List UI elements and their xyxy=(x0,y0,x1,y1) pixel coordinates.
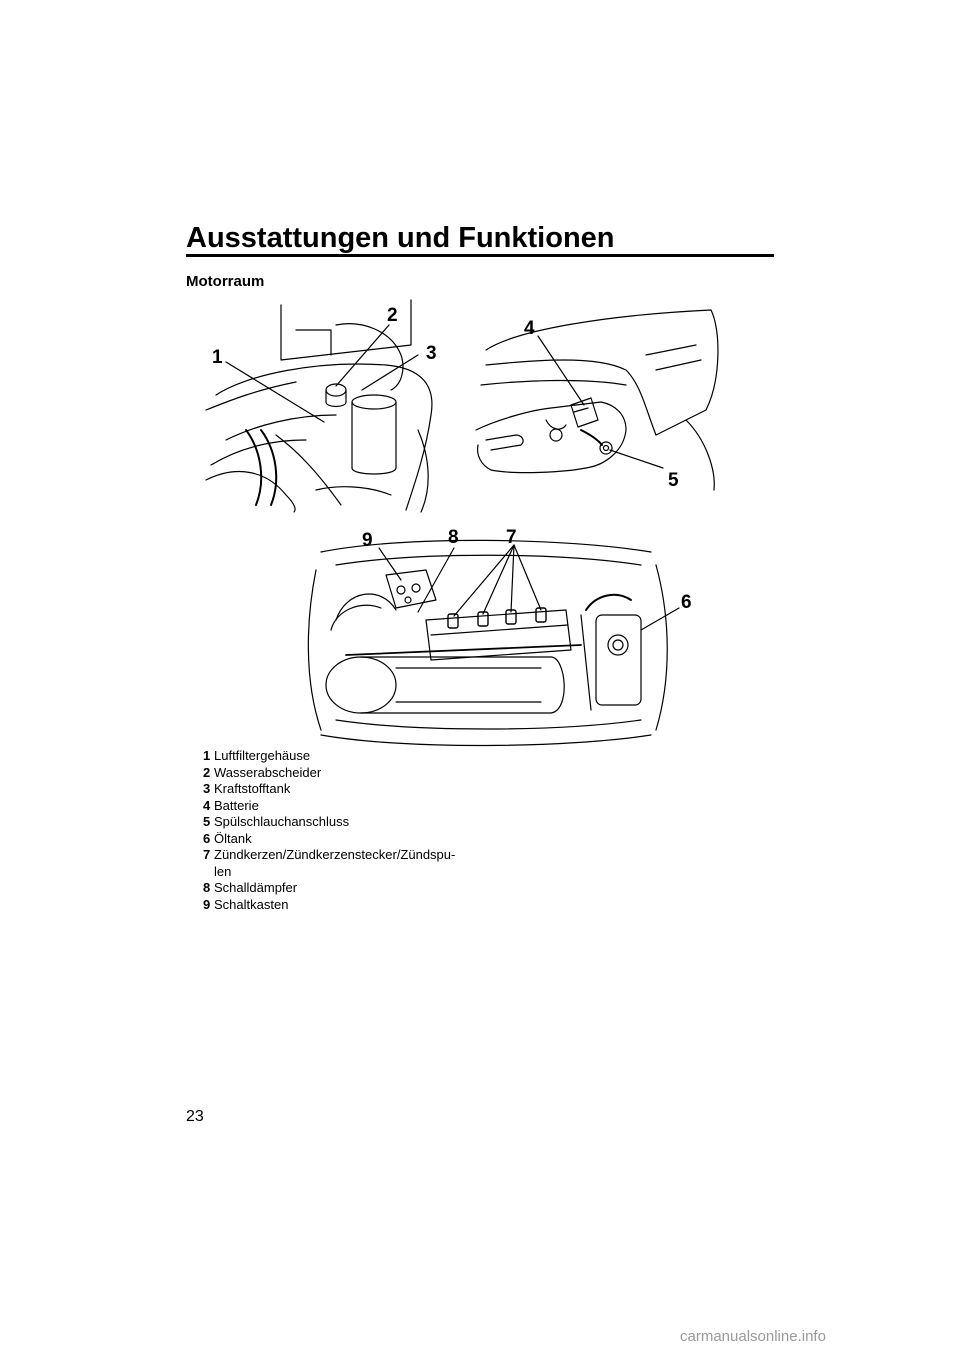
callout-1: 1 xyxy=(212,347,223,368)
legend-item-label: Zündkerzen/Zündkerzenstecker/Zündspu- le… xyxy=(214,847,503,880)
legend-item-number: 7 xyxy=(203,847,214,880)
watermark-text: carmanualsonline.info xyxy=(680,1328,826,1345)
legend-item-label: Kraftstofftank xyxy=(214,781,503,798)
callout-8: 8 xyxy=(448,527,459,548)
view-top-right xyxy=(476,310,718,490)
callout-9: 9 xyxy=(362,530,373,551)
legend-item-number: 2 xyxy=(203,765,214,782)
callout-6: 6 xyxy=(681,592,692,613)
callout-3: 3 xyxy=(426,343,437,364)
callout-2: 2 xyxy=(387,305,398,326)
view-bottom-engine xyxy=(308,540,679,745)
title-rule xyxy=(186,254,774,257)
section-heading: Motorraum xyxy=(186,273,264,290)
legend-item-label: Batterie xyxy=(214,798,503,815)
legend-item-label: Schalldämpfer xyxy=(214,880,503,897)
legend-item-label: Schaltkasten xyxy=(214,897,503,914)
page-number: 23 xyxy=(186,1108,204,1126)
legend-item-number: 6 xyxy=(203,831,214,848)
view-top-left xyxy=(206,300,432,512)
legend-item-label: Spülschlauchanschluss xyxy=(214,814,503,831)
legend-item-label: Öltank xyxy=(214,831,503,848)
legend-item-number: 9 xyxy=(203,897,214,914)
legend-item-label: Wasserabscheider xyxy=(214,765,503,782)
legend-item-number: 5 xyxy=(203,814,214,831)
callout-5: 5 xyxy=(668,470,679,491)
engine-compartment-illustration: 1 2 3 4 5 6 7 8 9 xyxy=(186,290,746,760)
legend-item-label: Luftfiltergehäuse xyxy=(214,748,503,765)
legend-item-number: 3 xyxy=(203,781,214,798)
callout-4: 4 xyxy=(524,318,535,339)
callout-7: 7 xyxy=(506,527,517,548)
legend-item-number: 4 xyxy=(203,798,214,815)
legend-item-number: 1 xyxy=(203,748,214,765)
legend-item-number: 8 xyxy=(203,880,214,897)
page-title: Ausstattungen und Funktionen xyxy=(186,222,615,255)
